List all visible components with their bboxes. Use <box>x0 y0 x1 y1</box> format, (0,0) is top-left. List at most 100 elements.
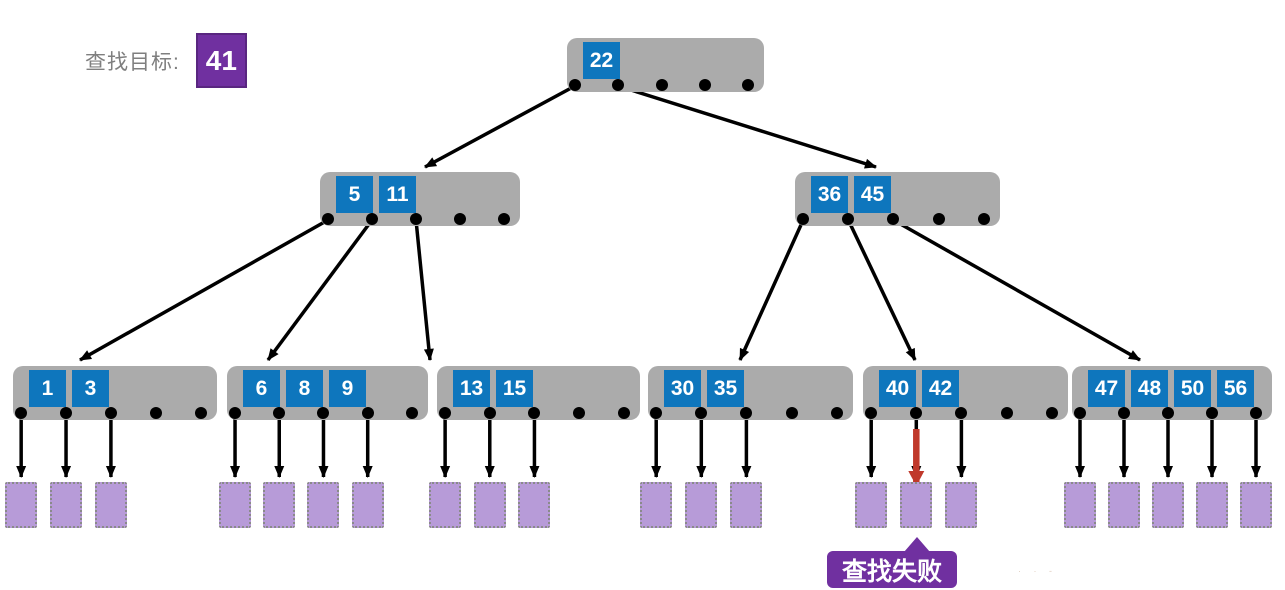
pointer-dot <box>454 213 466 225</box>
search-failed-callout: 查找失败 <box>827 551 957 588</box>
record-block <box>685 482 718 528</box>
pointer-dot <box>322 213 334 225</box>
record-block <box>307 482 340 528</box>
record-block <box>219 482 252 528</box>
key-cell: 47 <box>1088 370 1125 407</box>
pointer-dot <box>977 213 990 225</box>
pointer-dot <box>317 407 330 419</box>
pointer-dot <box>655 79 668 91</box>
pointer-dot <box>573 407 586 419</box>
record-block <box>518 482 551 528</box>
pointer-dot <box>60 407 73 419</box>
key-cell: 35 <box>707 370 744 407</box>
key-cell: 15 <box>496 370 533 407</box>
pointer-dot <box>498 213 510 225</box>
child-pointer-arrow <box>617 84 877 169</box>
key-cell: 22 <box>583 42 620 79</box>
key-cell: 11 <box>379 176 416 213</box>
record-block <box>640 482 673 528</box>
key-cell: 3 <box>72 370 109 407</box>
pointer-dot <box>617 407 630 419</box>
pointer-dot <box>910 407 923 419</box>
record-block <box>473 482 506 528</box>
pointer-dot <box>1000 407 1013 419</box>
record-block <box>1196 482 1228 528</box>
record-block <box>94 482 127 528</box>
search-target-value: 41 <box>205 44 237 76</box>
key-cell: 50 <box>1174 370 1211 407</box>
pointer-dot <box>1162 407 1174 419</box>
record-block <box>50 482 83 528</box>
pointer-dot <box>405 407 418 419</box>
pointer-dot <box>698 79 711 91</box>
pointer-dot <box>797 213 810 225</box>
pointer-dot <box>887 213 900 225</box>
record-block <box>5 482 38 528</box>
record-block <box>855 482 888 528</box>
key-cell: 56 <box>1217 370 1254 407</box>
pointer-dot <box>740 407 753 419</box>
search-target-label: 查找目标: <box>85 50 180 74</box>
record-block <box>1240 482 1272 528</box>
pointer-dot <box>1206 407 1218 419</box>
record-block <box>263 482 296 528</box>
pointer-dot <box>439 407 452 419</box>
pointer-dot <box>568 79 581 91</box>
pointer-dot <box>366 213 378 225</box>
pointer-dot <box>361 407 374 419</box>
key-cell: 8 <box>286 370 323 407</box>
pointer-dot <box>483 407 496 419</box>
record-block <box>900 482 933 528</box>
search-target-header: 查找目标: 41 <box>85 33 247 88</box>
record-block <box>1108 482 1140 528</box>
key-cell: 45 <box>854 176 891 213</box>
watermark-dots: · · - <box>1018 566 1057 576</box>
child-pointer-arrow <box>738 219 805 361</box>
key-cell: 48 <box>1131 370 1168 407</box>
pointer-dot <box>955 407 968 419</box>
child-pointer-arrow <box>424 84 576 169</box>
pointer-dot <box>865 407 878 419</box>
callout-pointer-triangle <box>904 537 930 552</box>
key-cell: 1 <box>29 370 66 407</box>
key-cell: 5 <box>336 176 373 213</box>
pointer-dot <box>650 407 663 419</box>
child-pointer-arrow <box>79 218 329 362</box>
pointer-dot <box>528 407 541 419</box>
pointer-dot <box>842 213 855 225</box>
key-cell: 13 <box>453 370 490 407</box>
pointer-dot <box>1074 407 1086 419</box>
record-block <box>1152 482 1184 528</box>
pointer-dot <box>932 213 945 225</box>
child-pointer-arrow <box>892 218 1141 362</box>
pointer-dot <box>410 213 422 225</box>
record-block <box>730 482 763 528</box>
record-block <box>1064 482 1096 528</box>
pointer-dot <box>612 79 625 91</box>
pointer-dot <box>1250 407 1262 419</box>
pointer-dot <box>1118 407 1130 419</box>
pointer-dot <box>149 407 162 419</box>
child-pointer-arrow <box>846 219 917 361</box>
pointer-dot <box>830 407 843 419</box>
record-block <box>429 482 462 528</box>
pointer-dot <box>15 407 28 419</box>
key-cell: 30 <box>664 370 701 407</box>
key-cell: 6 <box>243 370 280 407</box>
root-node: 22 <box>567 38 764 92</box>
record-block <box>351 482 384 528</box>
pointer-dot <box>1045 407 1058 419</box>
key-cell: 36 <box>811 176 848 213</box>
search-failed-text: 查找失败 <box>841 557 942 586</box>
key-cell: 42 <box>922 370 959 407</box>
key-cell: 40 <box>879 370 916 407</box>
pointer-dot <box>785 407 798 419</box>
key-cell: 9 <box>329 370 366 407</box>
